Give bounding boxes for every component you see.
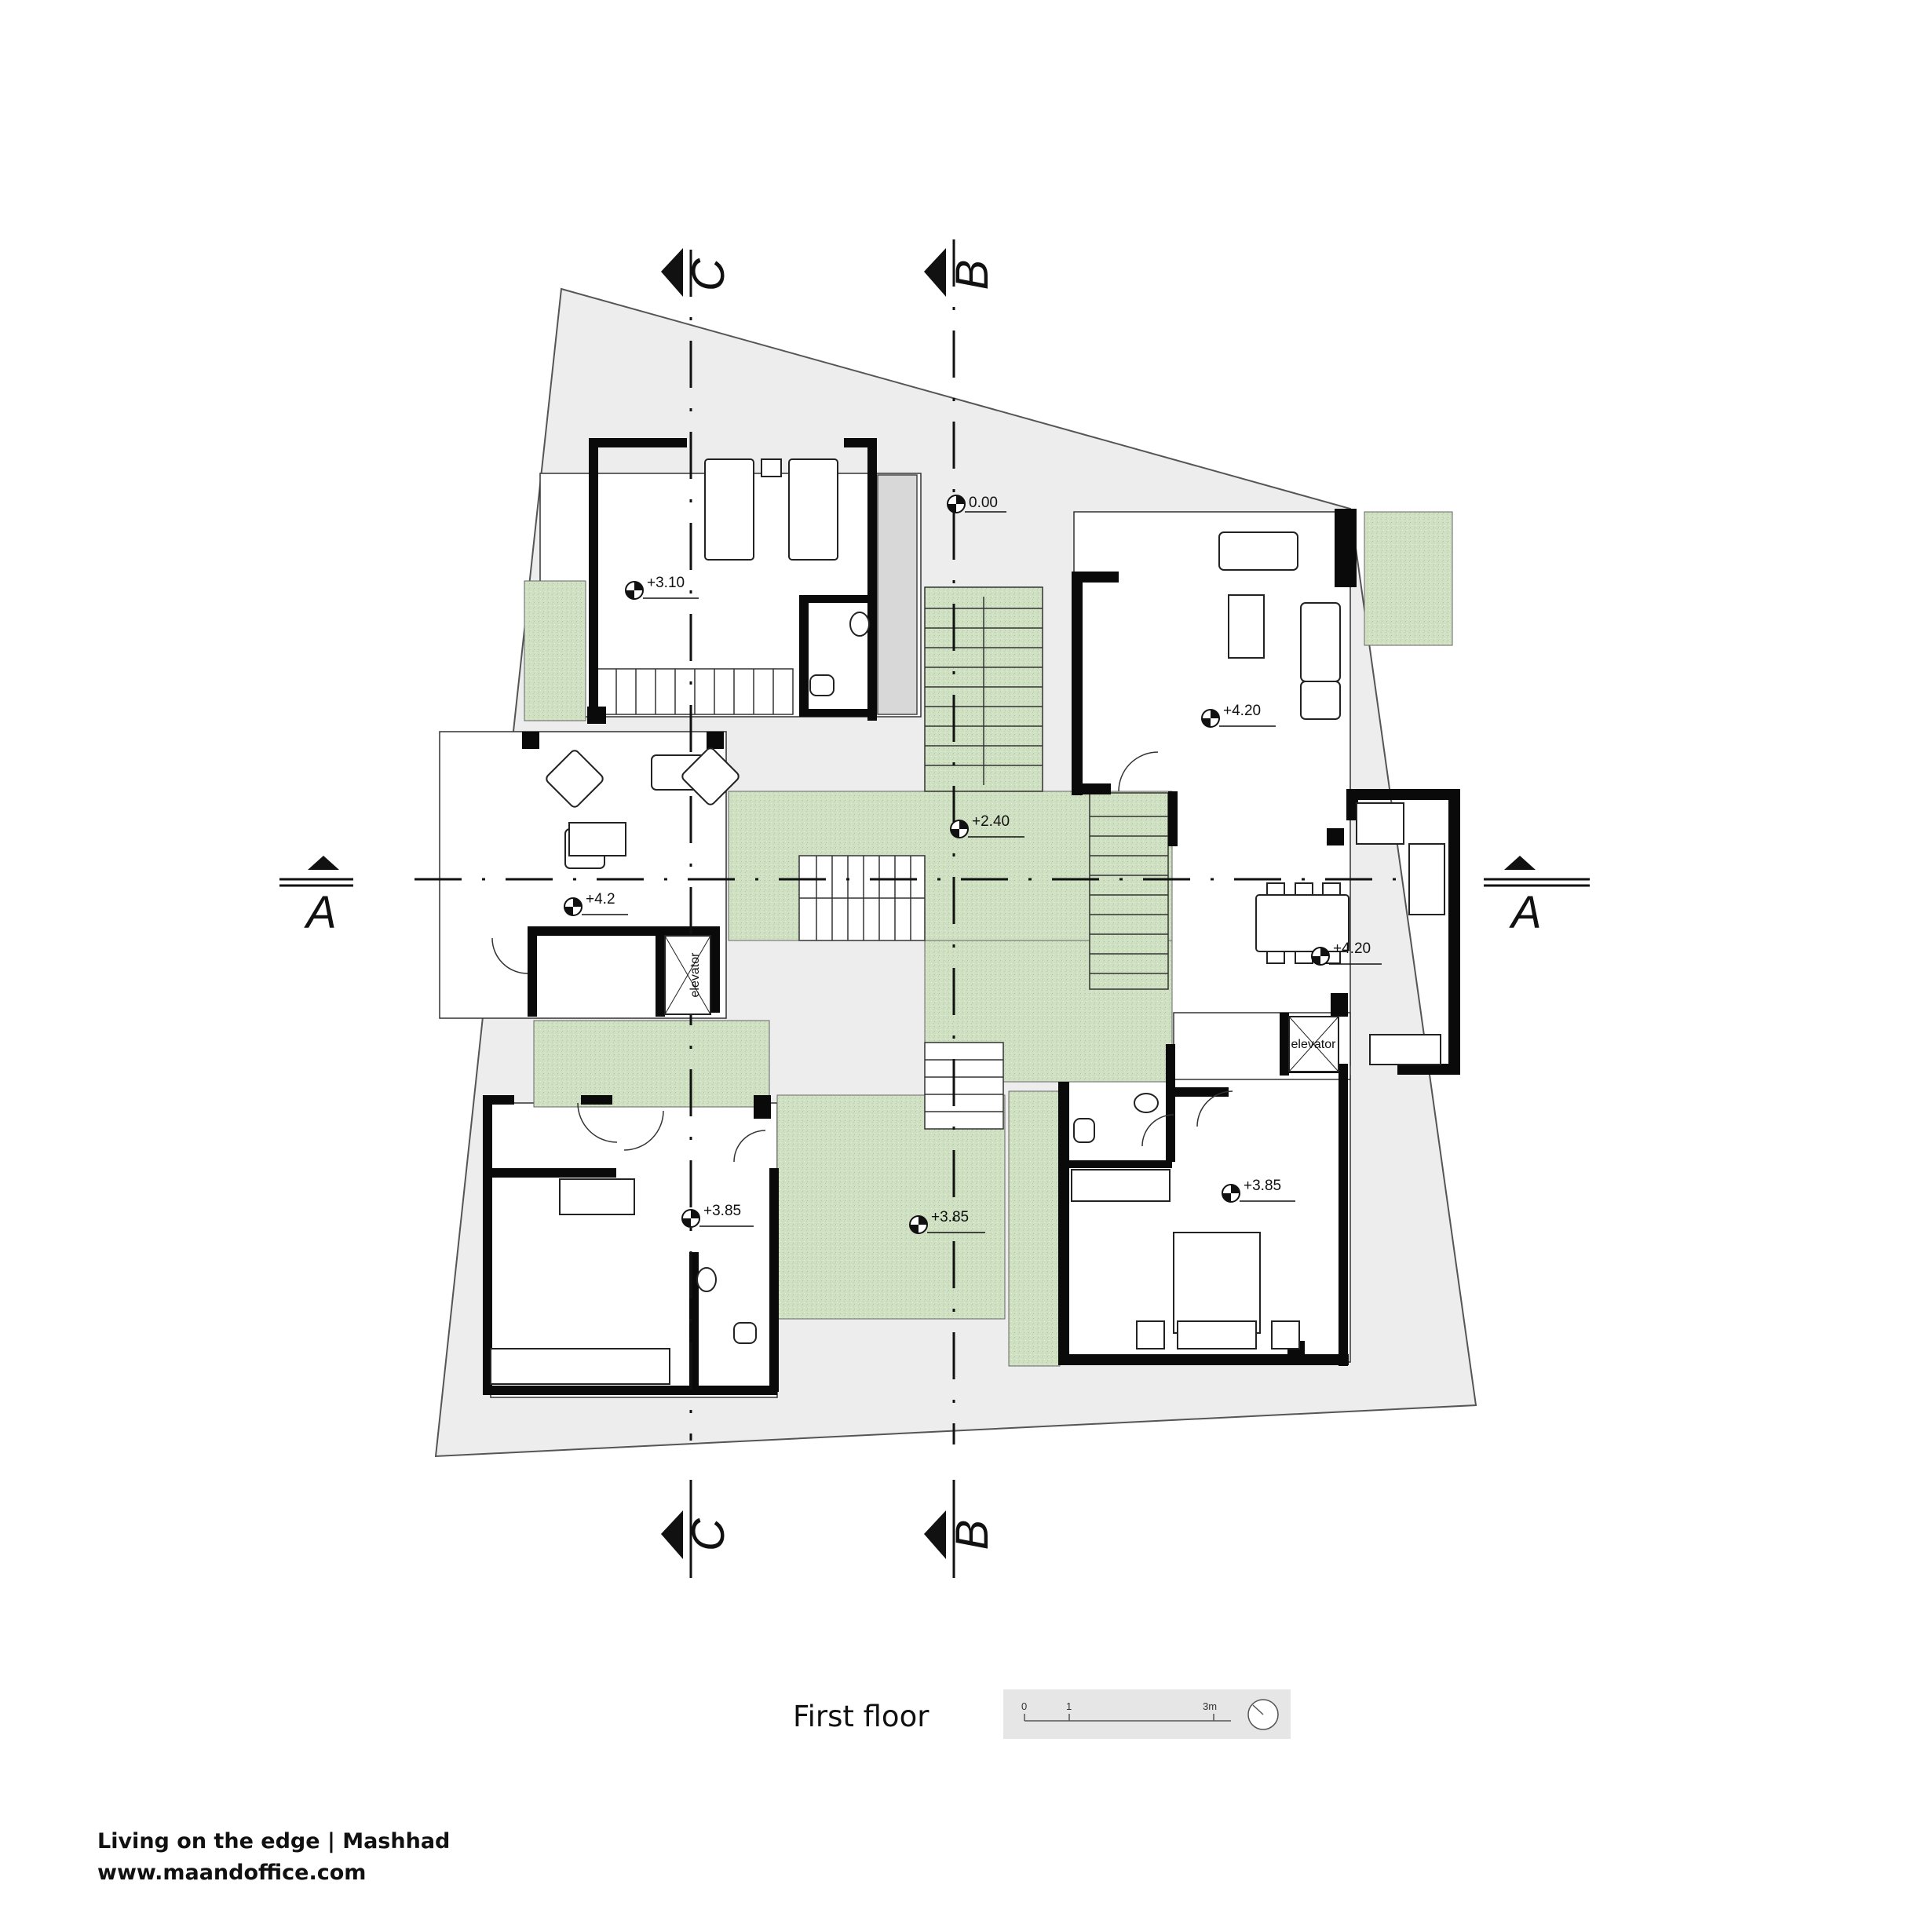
stair-lines-mid [799, 856, 925, 940]
basin-icon [849, 612, 870, 637]
section-a-left-label: A [304, 887, 337, 938]
section-b-bottom-label: B [947, 1520, 998, 1550]
stair-treads [596, 586, 1169, 1130]
stair-lines-lower [925, 1059, 1003, 1112]
elevator-shaft-left: elevator [664, 935, 711, 1015]
section-c-top-marker: C [661, 248, 734, 297]
kitchen-counter-icon [1356, 802, 1445, 1065]
credits-block: Living on the edge | Mashhad www.maandof… [97, 1826, 450, 1889]
toilet-icon [809, 674, 835, 696]
section-b-top-label: B [947, 260, 998, 290]
section-c-bottom-label: C [683, 1517, 734, 1551]
bathroom-fixtures [696, 612, 1159, 1344]
double-bed-icon [1136, 1232, 1300, 1349]
section-c-top-label: C [683, 257, 734, 291]
twin-beds-icon [704, 458, 838, 561]
project-line: Living on the edge | Mashhad [97, 1829, 451, 1853]
kitchen-left-counter-icon [490, 1178, 670, 1385]
toilet-icon [733, 1322, 757, 1344]
wardrobe-icon [1071, 1169, 1171, 1202]
door-swings [491, 751, 1233, 1163]
level-living-right-text: +4.20 [1223, 703, 1261, 719]
stair-lines-bedroom [615, 669, 774, 714]
basin-icon [696, 1267, 717, 1292]
website-line: www.maandoffice.com [97, 1861, 367, 1885]
level-marker-kitchen-left: +3.85 [681, 1203, 754, 1228]
section-a-right-marker: A [1484, 856, 1590, 938]
level-kitchen-left-text: +3.85 [703, 1203, 741, 1219]
scale-tick-3: 3m [1203, 1700, 1217, 1712]
elevator-shaft-right: elevator [1288, 1016, 1339, 1072]
dining-table-icon [1255, 882, 1349, 964]
toilet-icon [1073, 1118, 1095, 1143]
level-marker-dining: +4.20 [1311, 940, 1382, 966]
level-marker-stair-hall: +2.40 [950, 813, 1024, 838]
floor-title: First floor [793, 1700, 929, 1733]
sofa-set-icon [1218, 531, 1341, 720]
section-c-bottom-marker: C [661, 1510, 734, 1559]
walls [483, 438, 1460, 1395]
scale-tick-1: 1 [1066, 1700, 1072, 1712]
closet-strip [877, 474, 918, 715]
stair-lines-right [1090, 816, 1168, 974]
level-bedroom-top-text: +3.10 [647, 575, 685, 591]
level-court-text: +3.85 [931, 1209, 969, 1225]
elevator-left-label: elevator [688, 952, 702, 998]
scale-tick-0: 0 [1021, 1700, 1027, 1712]
lounge-furniture-icon [546, 747, 740, 869]
level-marker-bedroom-right: +3.85 [1222, 1178, 1295, 1203]
scale-bar: 0 1 3m [1003, 1689, 1291, 1739]
level-marker-terrace-left: +4.2 [564, 891, 628, 916]
level-entry-text: 0.00 [969, 495, 998, 511]
level-marker-entry: 0.00 [947, 495, 1006, 513]
level-marker-living-right: +4.20 [1201, 703, 1276, 728]
level-marker-court: +3.85 [909, 1209, 985, 1234]
furniture [490, 458, 1445, 1385]
basin-icon [1134, 1093, 1159, 1113]
level-marker-bedroom-top: +3.10 [625, 575, 699, 600]
level-stair-hall-text: +2.40 [972, 813, 1010, 830]
elevator-right-label: elevator [1291, 1038, 1337, 1051]
stair-lines-top [925, 597, 1043, 785]
section-a-left-marker: A [279, 856, 353, 938]
level-terrace-left-text: +4.2 [586, 891, 615, 908]
level-bedroom-right-text: +3.85 [1244, 1178, 1281, 1194]
section-a-right-label: A [1509, 887, 1542, 938]
section-b-top-marker: B [924, 248, 998, 297]
section-lines [279, 239, 1590, 1578]
level-dining-text: +4.20 [1333, 940, 1371, 957]
section-b-bottom-marker: B [924, 1510, 998, 1559]
